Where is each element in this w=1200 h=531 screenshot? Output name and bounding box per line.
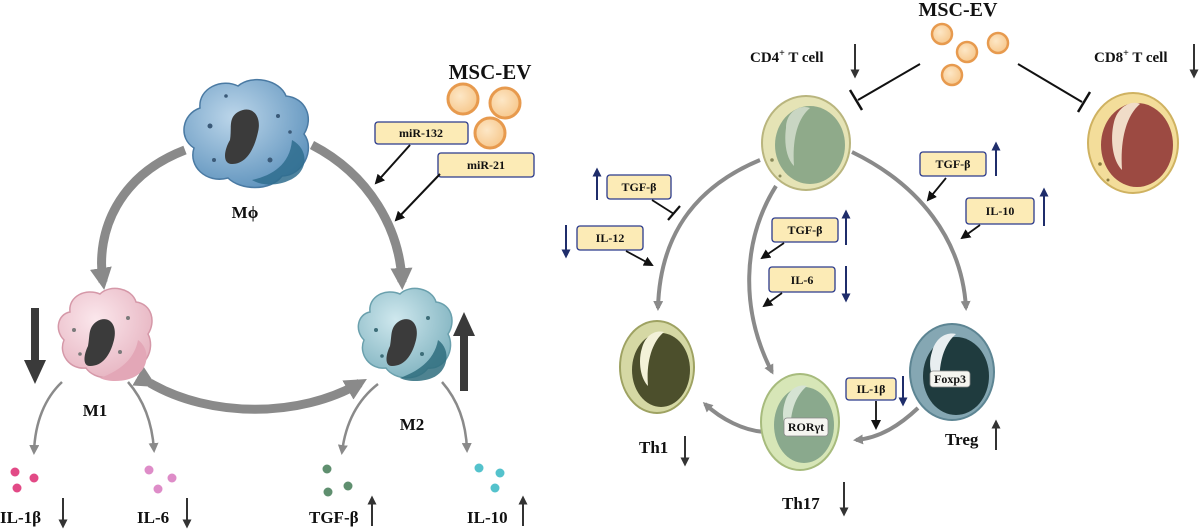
m2-label: M2 (400, 415, 425, 434)
mphi-to-m2-arrow (309, 141, 413, 290)
mir132-box (374, 121, 469, 145)
tgfb-th1-inhibit (651, 199, 681, 221)
cd4-tcell-cell (761, 95, 851, 191)
mir21-label: miR-21 (467, 158, 505, 172)
il1b-dots (10, 467, 39, 493)
il10-dots (474, 463, 505, 493)
m2-increase-arrow (453, 312, 475, 391)
m1-decrease-arrow (24, 308, 46, 384)
ev-vesicles-left (446, 82, 522, 150)
msc-ev-label-right: MSC-EV (919, 0, 998, 21)
il10-box (965, 197, 1035, 225)
m1-label: M1 (83, 401, 108, 420)
mphi-to-m1-arrow (90, 145, 187, 290)
mir21-arrow (394, 173, 441, 222)
mir132-label: miR-132 (399, 126, 443, 140)
mir21-box (437, 152, 535, 178)
il6-box (768, 266, 836, 293)
m1-to-il1b-arrow (29, 381, 63, 455)
tgfb-treg-arrow (926, 177, 947, 202)
il6-label: IL-6 (791, 273, 814, 287)
cd4-to-th1-arrow (653, 158, 761, 311)
th17-to-th1-arrow (702, 401, 769, 434)
tgfb-th1-box (606, 174, 672, 200)
m2-to-il10-arrow (441, 381, 472, 453)
m2-to-tgfb-arrow (337, 383, 379, 455)
th1-label: Th1 (639, 438, 668, 457)
il6-arrow (762, 292, 783, 308)
m1-macrophage-cell (57, 287, 153, 381)
il10-label: IL-10 (986, 204, 1015, 218)
treg-to-th17-arrow (853, 406, 920, 445)
mphi-macrophage-cell (183, 78, 310, 189)
cd8-tcell-label: CD8+ T cell (1094, 48, 1168, 66)
tgfb-treg-box (919, 151, 987, 177)
m1-to-il6-arrow (127, 381, 159, 453)
treg-label: Treg (945, 430, 979, 449)
tgfb-th1-label: TGF-β (622, 180, 657, 194)
mphi-label: Mϕ (232, 203, 259, 222)
cytokine-tgfb-label: TGF-β (309, 508, 359, 527)
tgfb-dots (322, 464, 353, 497)
cytokine-il6-label: IL-6 (137, 508, 169, 527)
th17-label: Th17 (782, 494, 820, 513)
cd4-to-th17-arrow (747, 184, 778, 375)
cytokine-il10-label: IL-10 (467, 508, 508, 527)
cd4-tcell-label: CD4+ T cell (750, 48, 824, 66)
il12-box (576, 225, 644, 251)
tgfb-treg-label: TGF-β (936, 157, 971, 171)
tgfb-th17-arrow (760, 242, 785, 260)
treg-cell (909, 323, 995, 421)
tgfb-th17-box (771, 217, 839, 243)
msc-ev-label-left: MSC-EV (449, 60, 532, 84)
tgfb-th17-label: TGF-β (788, 223, 823, 237)
cytokine-il1b-label: IL-1β (0, 508, 41, 527)
mir132-arrow (374, 144, 411, 185)
m1-m2-double-arrow (132, 366, 367, 414)
il1b-box (845, 377, 897, 401)
il6-dots (144, 465, 177, 494)
ev-vesicles-right (930, 22, 1010, 87)
ev-inhibits-cd4 (848, 63, 921, 111)
m2-macrophage-cell (357, 287, 453, 381)
rorgt-label: RORγt (788, 420, 824, 434)
il10-arrow (960, 224, 981, 240)
th1-cell (619, 320, 695, 414)
il12-arrow (625, 250, 654, 266)
th17-cell (760, 373, 840, 471)
ev-inhibits-cd8 (1017, 63, 1092, 113)
cd8-tcell-cell (1087, 92, 1179, 194)
il1b-label: IL-1β (857, 382, 886, 396)
foxp3-label: Foxp3 (934, 372, 966, 386)
cd4-to-treg-arrow (851, 150, 971, 311)
il12-label: IL-12 (596, 231, 625, 245)
